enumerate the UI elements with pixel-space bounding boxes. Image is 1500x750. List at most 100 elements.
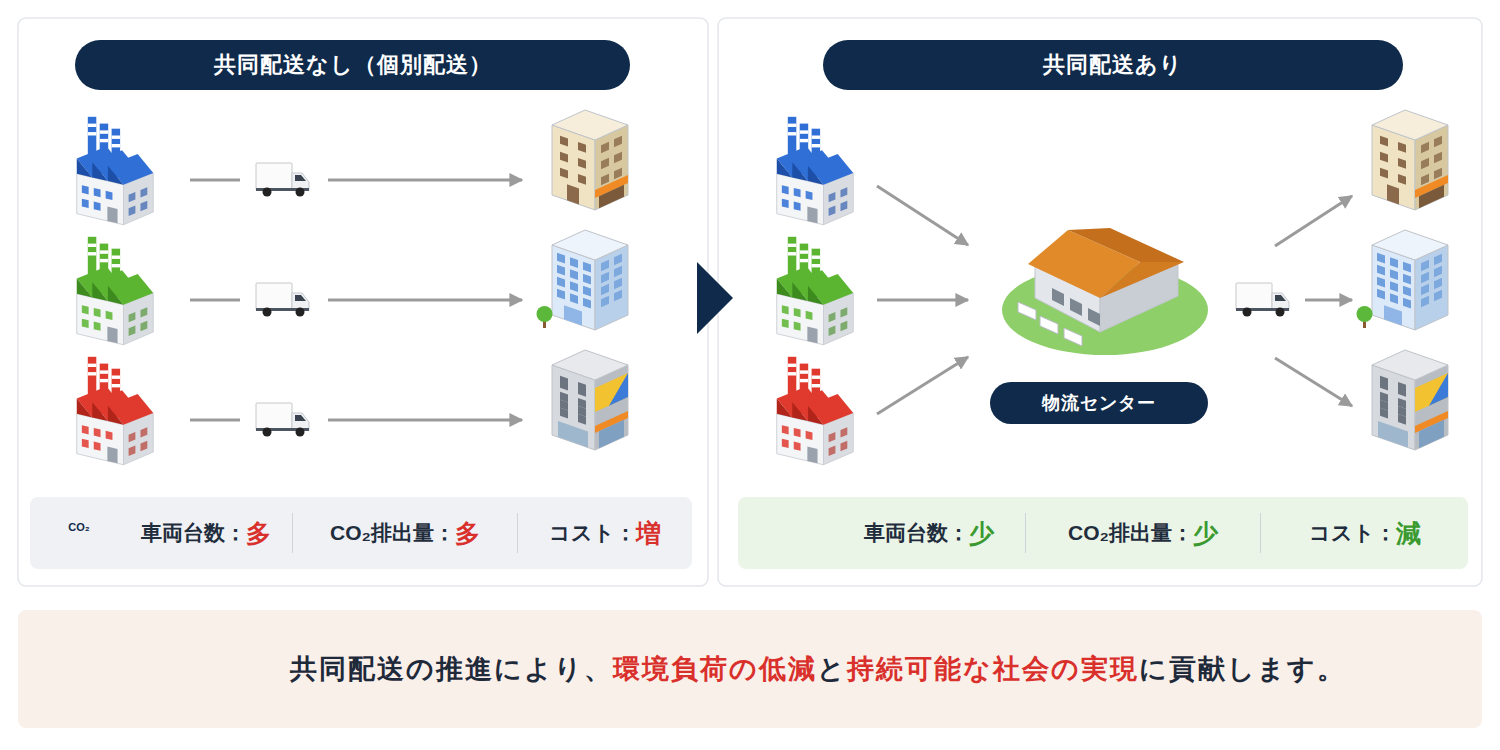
window xyxy=(1398,142,1406,153)
chimney-stripe xyxy=(788,252,797,255)
window xyxy=(1403,262,1411,273)
window xyxy=(129,206,136,216)
window xyxy=(1390,269,1398,280)
stat-value: 多 xyxy=(455,517,480,550)
building-windows xyxy=(1378,375,1408,447)
window xyxy=(94,202,101,211)
window xyxy=(829,206,836,216)
chimney-stripe xyxy=(788,132,797,135)
window xyxy=(570,269,578,280)
co2-label: CO₂ xyxy=(59,521,99,533)
factory-roof xyxy=(77,398,93,417)
center-label: 物流センター xyxy=(990,382,1208,424)
window xyxy=(578,386,586,397)
stats-bar: 車両台数：少CO₂排出量：少コスト：減 xyxy=(738,497,1468,569)
chimney-stripe xyxy=(88,132,97,135)
window xyxy=(1421,284,1429,296)
factory-icon xyxy=(77,117,154,225)
loading-dock xyxy=(1088,308,1100,326)
truck-window xyxy=(295,175,306,181)
truck-icon xyxy=(256,163,309,197)
window xyxy=(601,284,609,296)
shop-window xyxy=(1419,185,1444,208)
stat-label: CO₂排出量： xyxy=(1068,519,1193,547)
stat-value: 増 xyxy=(636,517,661,550)
factory-windows xyxy=(829,307,848,336)
chimney-stripe xyxy=(812,376,821,379)
stat-item: CO₂排出量：多 xyxy=(292,513,517,553)
window xyxy=(782,425,789,434)
window xyxy=(841,441,848,451)
building-roof xyxy=(1372,110,1448,140)
factory-windows xyxy=(129,307,148,336)
window xyxy=(614,168,622,180)
window xyxy=(614,290,622,302)
window xyxy=(129,326,136,336)
window xyxy=(82,319,89,328)
flow-arrow xyxy=(190,179,240,182)
truck-icon xyxy=(256,283,309,317)
flow-arrow xyxy=(1275,358,1352,406)
window xyxy=(601,174,609,186)
stat-label: コスト： xyxy=(549,519,636,547)
building-windows xyxy=(557,253,591,329)
window xyxy=(1380,380,1388,391)
window xyxy=(94,308,101,317)
building-icon xyxy=(1372,350,1448,450)
factory-windows xyxy=(829,427,848,456)
truck-window xyxy=(295,415,306,421)
parked-truck xyxy=(1040,316,1058,334)
window xyxy=(1398,406,1406,417)
message-line: 共同配送の推進により、環境負荷の低減と持続可能な社会の実現に貢献します。 xyxy=(290,651,1346,687)
chimney-stripe xyxy=(112,264,121,267)
chimney-stripe xyxy=(800,379,809,382)
stat-item: 車両台数：少 xyxy=(833,513,1025,553)
truck-wheel xyxy=(263,428,272,437)
building-windows xyxy=(1377,253,1411,329)
shop-sign xyxy=(1415,373,1448,412)
window xyxy=(601,260,609,272)
stat-value: 多 xyxy=(246,517,271,550)
chimney-stripe xyxy=(100,259,109,262)
chimney-stripe xyxy=(812,384,821,387)
factory-icon xyxy=(77,357,154,465)
window xyxy=(578,174,586,185)
title-text: 共同配送あり xyxy=(1043,50,1183,80)
window xyxy=(570,257,578,268)
chimney-stripe xyxy=(100,139,109,142)
window xyxy=(1398,174,1406,185)
window xyxy=(601,296,609,308)
window xyxy=(1434,136,1442,148)
window xyxy=(1403,286,1411,297)
tree-crown xyxy=(1357,306,1373,322)
factory-roof xyxy=(808,154,853,185)
window xyxy=(578,142,586,153)
window xyxy=(94,188,101,197)
message-text: 共同配送の推進により、 xyxy=(290,654,613,684)
shop-window xyxy=(1419,420,1444,448)
flow-arrow xyxy=(328,299,522,302)
stat-value: 減 xyxy=(1396,517,1421,550)
door xyxy=(107,326,117,343)
window xyxy=(82,305,89,314)
stat-item: コスト：増 xyxy=(517,513,692,553)
window xyxy=(129,192,136,202)
flow-arrow xyxy=(877,186,968,245)
flow-arrow xyxy=(190,299,240,302)
building-roof xyxy=(552,110,628,140)
window xyxy=(1377,253,1385,264)
factory-roof xyxy=(92,162,108,181)
window xyxy=(578,158,586,169)
flow-arrow xyxy=(1275,196,1352,246)
factory-roof xyxy=(792,282,808,301)
window xyxy=(583,286,591,297)
chimney-stripe xyxy=(788,124,797,127)
window xyxy=(1434,254,1442,266)
chimney-stripe xyxy=(800,259,809,262)
chimney-stripe xyxy=(112,144,121,147)
building-icon xyxy=(1357,230,1449,330)
window xyxy=(841,201,848,211)
factory-roof xyxy=(792,162,808,181)
window xyxy=(557,253,565,264)
window xyxy=(1380,136,1388,147)
